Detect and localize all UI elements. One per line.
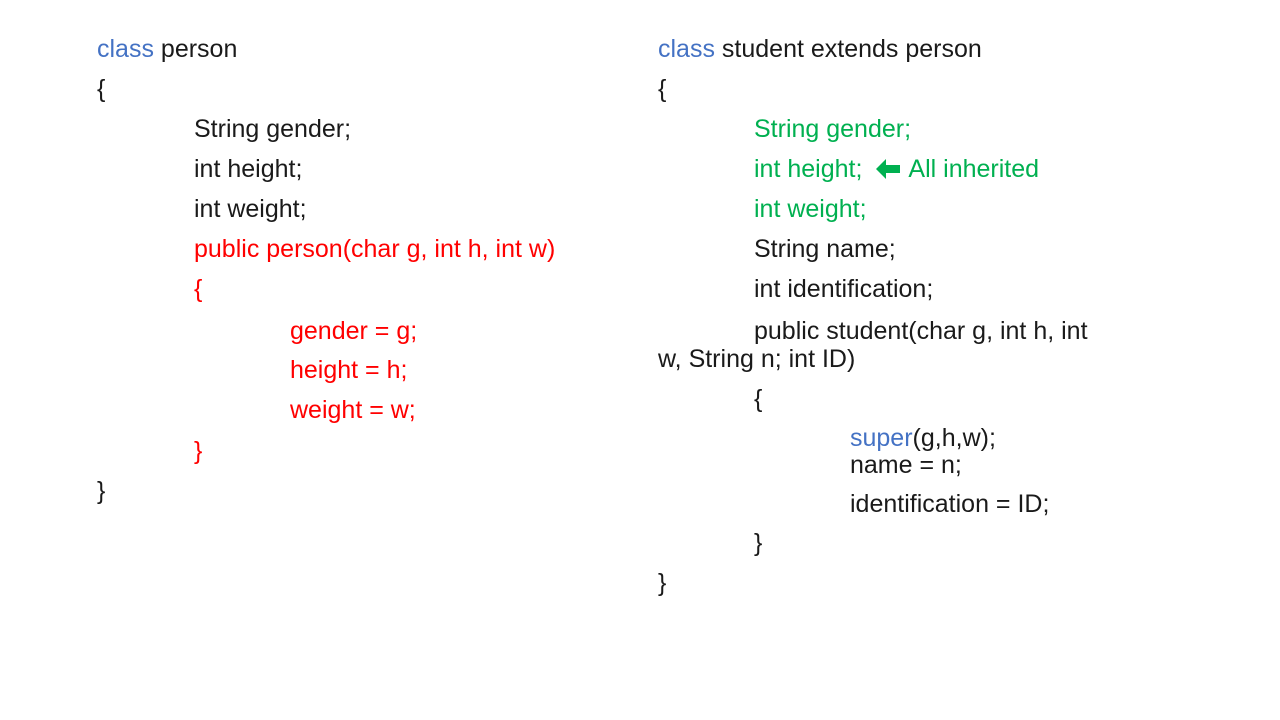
student-constructor-signature-line1: public student(char g, int h, int [754,317,1088,345]
student-constructor-signature-line2: w, String n; int ID) [658,345,856,373]
left-arrow-icon [876,159,901,179]
student-field-identification: int identification; [754,275,934,303]
person-close-brace: } [97,477,106,505]
student-class-name: student extends person [714,35,982,63]
student-open-brace: { [658,75,667,103]
person-field-height: int height; [194,155,303,183]
person-class-declaration: class person [97,34,237,64]
person-assign-weight: weight = w; [290,396,416,424]
student-assign-identification: identification = ID; [850,490,1050,518]
inherited-field-height: int height; [754,155,863,183]
inherited-field-gender: String gender; [754,115,912,143]
person-constructor-close-brace: } [194,437,203,465]
student-constructor-close-brace: } [754,529,763,557]
person-assign-height: height = h; [290,356,408,384]
inherited-annotation: All inherited [908,155,1040,183]
person-field-weight: int weight; [194,195,307,223]
student-class-declaration: class student extends person [658,34,982,64]
person-constructor-signature: public person(char g, int h, int w) [194,235,556,263]
inherited-field-height-line: int height; All inherited [754,154,1039,184]
student-assign-name: name = n; [850,451,962,479]
person-class-name: person [153,35,238,63]
super-keyword: super [850,424,913,452]
student-close-brace: } [658,569,667,597]
person-constructor-open-brace: { [194,275,203,303]
inherited-field-weight: int weight; [754,195,867,223]
student-constructor-open-brace: { [754,385,763,413]
class-keyword: class [658,35,715,63]
student-super-call: super(g,h,w); [850,423,996,453]
super-arguments: (g,h,w); [912,424,996,452]
person-field-gender: String gender; [194,115,352,143]
person-open-brace: { [97,75,106,103]
person-assign-gender: gender = g; [290,317,418,345]
student-field-name: String name; [754,235,896,263]
class-keyword: class [97,35,154,63]
